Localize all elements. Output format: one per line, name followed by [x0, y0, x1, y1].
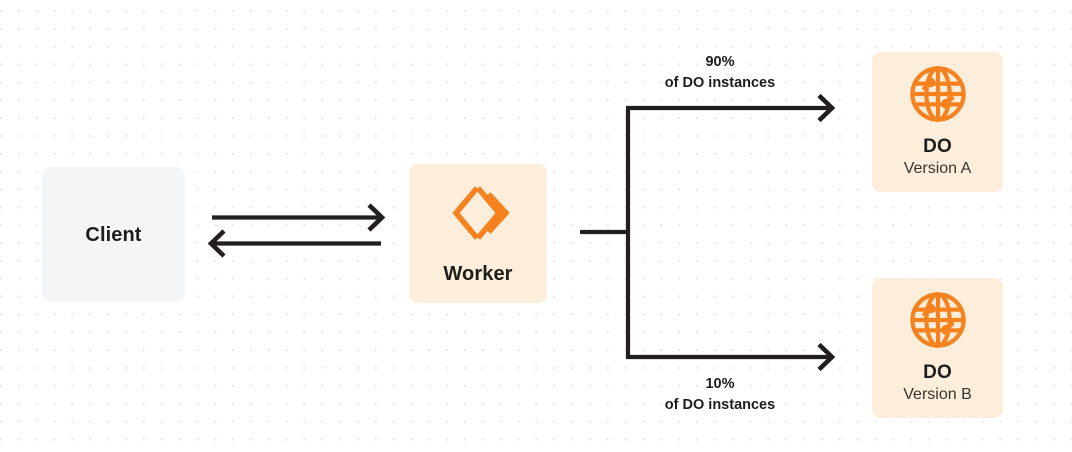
- arrow-worker-to-do-a: [626, 93, 836, 123]
- edge-label-do-b-percent: 10%: [705, 376, 735, 392]
- node-do-a-sublabel: Version A: [903, 160, 972, 178]
- branch-bus-worker: [580, 108, 631, 357]
- globe-icon: [909, 291, 967, 354]
- globe-icon: [909, 65, 967, 128]
- node-do-version-b[interactable]: DO Version B: [872, 278, 1003, 418]
- arrow-worker-to-client: [207, 229, 381, 258]
- node-worker-label: Worker: [443, 263, 513, 285]
- node-client-label: Client: [85, 223, 142, 246]
- edge-label-do-a-percent: 90%: [705, 54, 735, 70]
- node-worker[interactable]: Worker: [409, 164, 547, 303]
- arrow-client-to-worker: [212, 203, 386, 232]
- node-do-b-label: DO: [923, 362, 952, 384]
- edge-label-do-b: 10% of DO instances: [605, 374, 835, 415]
- node-do-version-a[interactable]: DO Version A: [872, 52, 1003, 192]
- node-do-a-label: DO: [923, 136, 952, 158]
- cloudflare-workers-icon: [447, 182, 510, 249]
- arrow-worker-to-do-b: [626, 342, 836, 372]
- node-do-b-sublabel: Version B: [903, 386, 972, 404]
- edge-label-do-b-desc: of DO instances: [664, 396, 776, 413]
- edge-label-do-a-desc: of DO instances: [664, 74, 776, 91]
- node-client[interactable]: Client: [42, 167, 185, 302]
- edge-label-do-a: 90% of DO instances: [605, 52, 835, 93]
